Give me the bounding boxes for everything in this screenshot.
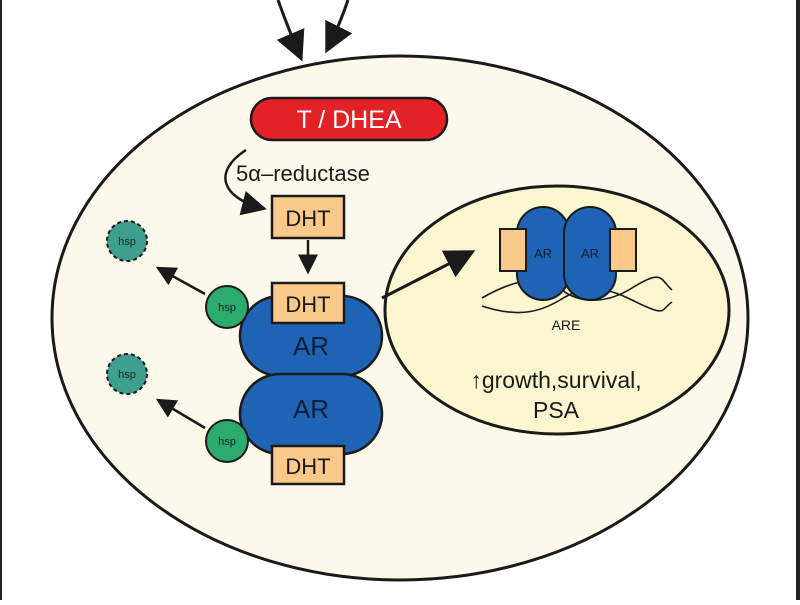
hsp-label-released-bottom: hsp [118,369,136,381]
hsp-release-arrow-bottom [155,398,206,430]
conversion-arrow [224,148,267,216]
nuclear-translocation-arrow [381,250,476,300]
hsp-label-bound-bottom: hsp [218,436,236,448]
dht-box-bound-bottom [270,444,346,486]
enzyme-label: 5α–reductase [236,161,370,186]
up-arrow-icon: ↑ [470,367,482,393]
dht-label-bound-top: DHT [285,292,330,317]
hsp-released-top [106,220,148,262]
outcome-line-1: ↑growth,survival, [470,367,641,393]
hsp-label-bound-top: hsp [218,302,236,314]
outcome-growth-text: growth,survival, [482,367,642,393]
ar-upper-label: AR [293,331,329,361]
dht-block-dimer-right [609,228,637,272]
hormone-pill [249,96,449,142]
ar-lower-label: AR [293,394,329,424]
dht-box-bound-top [270,281,346,325]
hsp-label-released-top: hsp [118,236,136,248]
hsp-released-bottom [106,353,148,395]
dht-box-free [270,194,346,240]
hsp-bound-bottom [205,419,249,463]
outcome-line-2: PSA [533,397,580,423]
ar-dimer-right-label: AR [581,246,599,261]
hormone-label: T / DHEA [296,106,401,134]
ar-dimer-left-label: AR [534,246,552,261]
hsp-bound-top [205,285,249,329]
incoming-arrow-right [325,0,353,54]
dht-label-bound-bottom: DHT [285,454,330,479]
incoming-arrow-left [276,0,305,62]
hsp-release-arrow-top [155,266,206,296]
nucleus [383,184,731,436]
dht-block-dimer-left [499,228,527,272]
are-label: ARE [552,317,581,333]
dht-label-free: DHT [285,206,330,231]
